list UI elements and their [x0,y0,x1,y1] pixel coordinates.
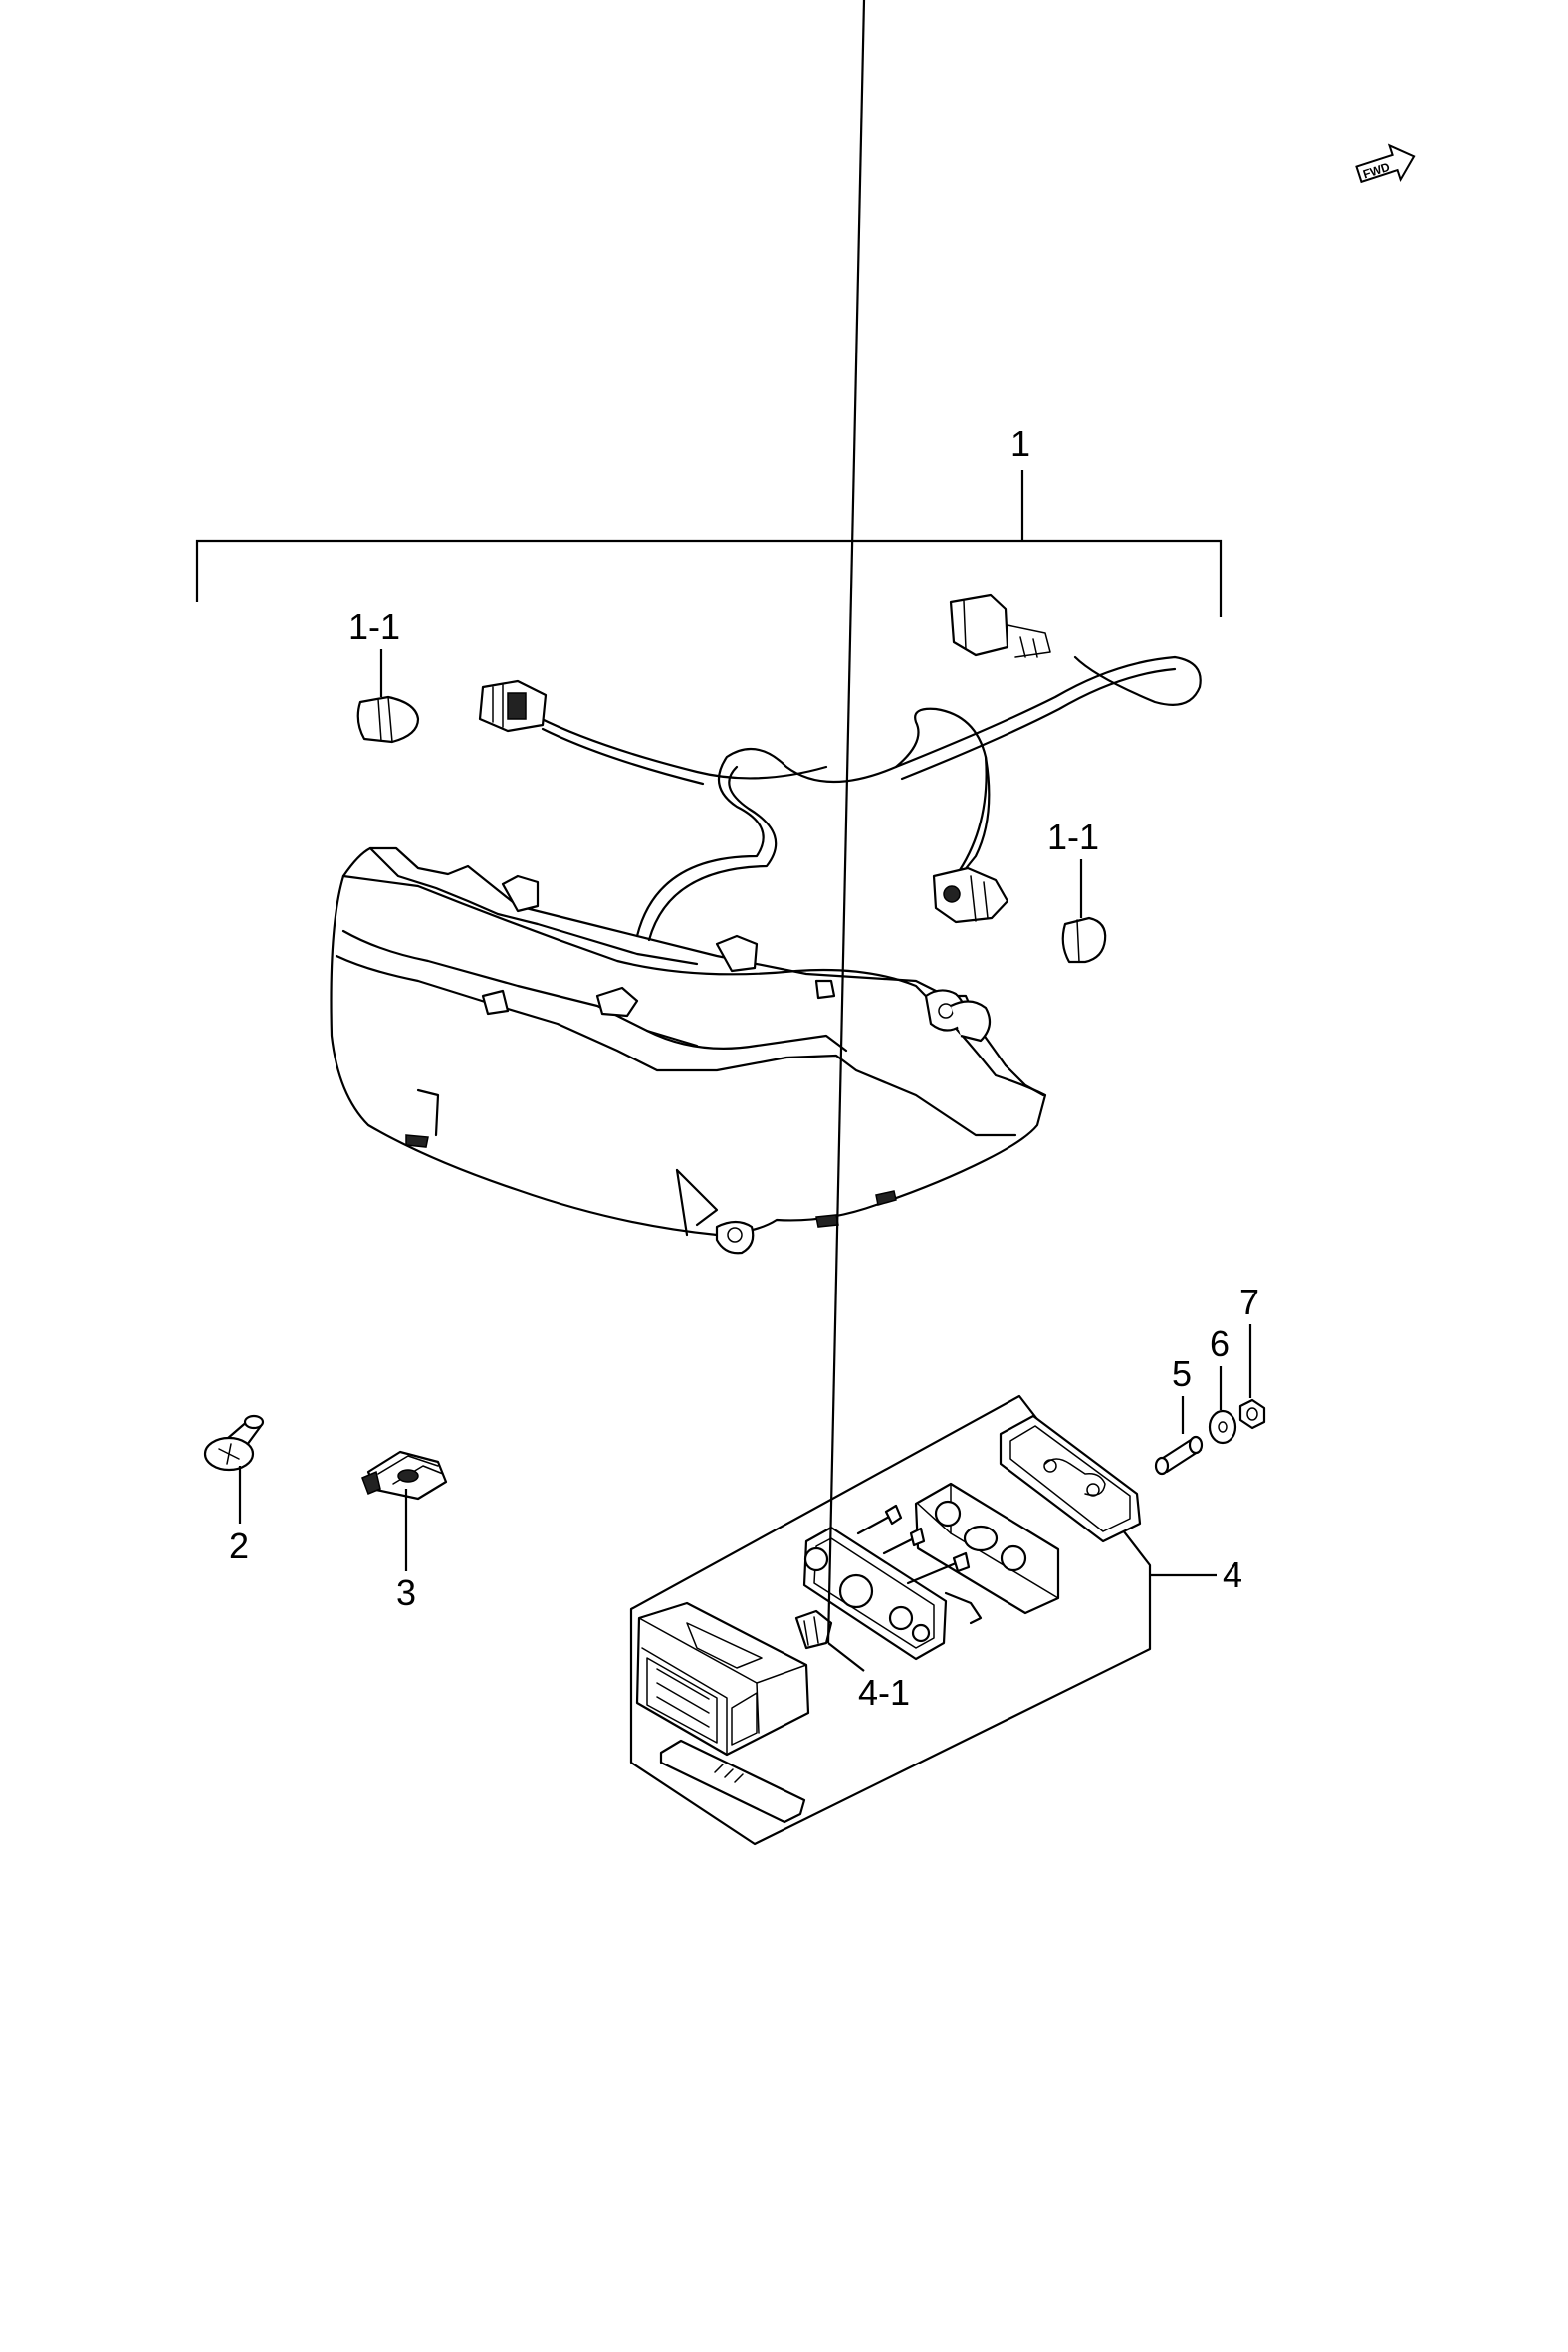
callout-5: 5 [1172,1353,1192,1394]
fwd-arrow-icon: FWD [1355,143,1416,184]
callout-2: 2 [229,1526,249,1566]
callout-3: 3 [396,1572,416,1613]
washer-icon [1208,1409,1237,1445]
bulb-icon-left [356,695,420,744]
collar-icon [1154,1435,1204,1476]
gasket-plate [999,1414,1142,1543]
callout-7: 7 [1239,1282,1259,1322]
nut-icon [1238,1398,1266,1430]
socket-icon-right [932,866,1009,924]
connector-icon-left [478,679,548,733]
screw-icon [203,1414,265,1472]
wiring-harness [536,655,1202,942]
callout-4-1: 4-1 [858,1672,910,1713]
tail-light-assembly [330,846,1047,1255]
socket-base-plate [802,1504,983,1661]
spacer-block [914,1482,1060,1615]
callout-4: 4 [1223,1554,1242,1595]
leader-4-1 [826,0,866,1644]
clip-nut-icon [361,1450,448,1501]
callout-6: 6 [1210,1323,1230,1364]
license-light-box [629,1394,1217,1846]
cover-strip [659,1739,806,1824]
callout-1-1-left: 1-1 [348,606,400,647]
bulb-icon-right [1061,916,1107,964]
callout-1: 1 [1010,423,1030,464]
connector-icon-top-right [949,593,1051,658]
reflector-pattern [646,1657,758,1746]
lens-housing [635,1601,810,1757]
assembly-bracket-1 [195,470,1223,617]
callout-1-1-right: 1-1 [1047,817,1099,857]
wedge-bulb-icon [794,1609,833,1650]
